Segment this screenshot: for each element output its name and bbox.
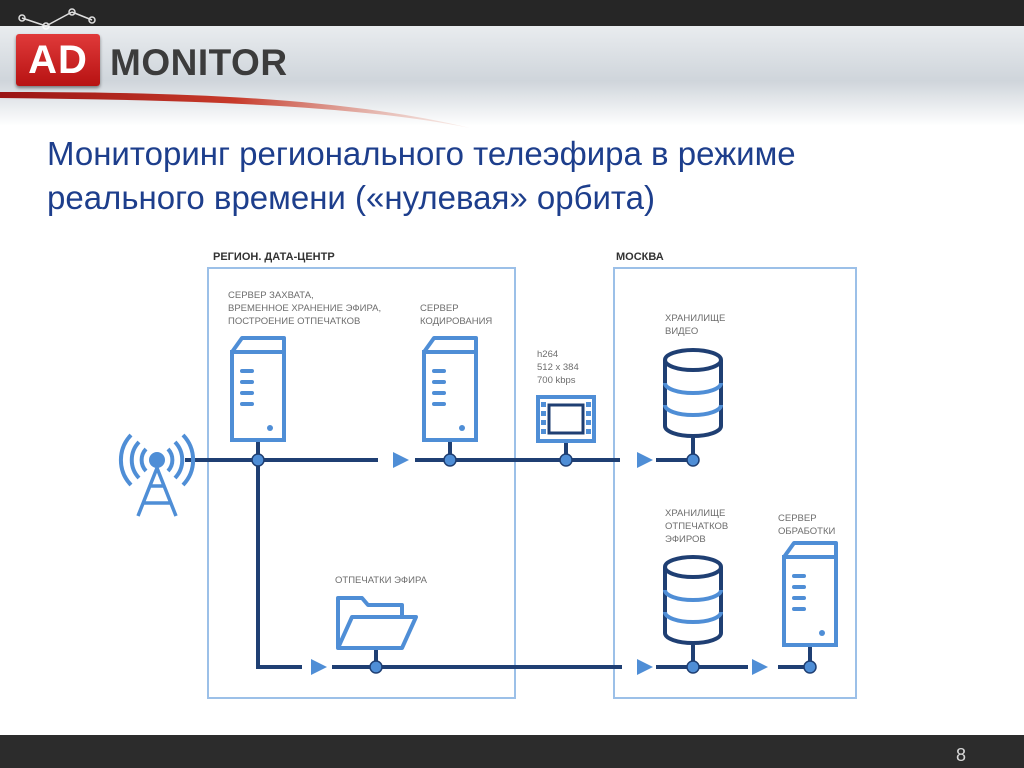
fingerprint-storage-database-icon: [663, 555, 723, 645]
slide-title: Мониторинг регионального телеэфира в реж…: [47, 135, 796, 216]
folder-icon: [336, 596, 418, 650]
top-bar: [0, 0, 1024, 26]
processing-server-icon: [782, 541, 838, 647]
video-storage-label: ХРАНИЛИЩЕ ВИДЕО: [665, 313, 728, 337]
network-decoration: [18, 8, 96, 30]
connection-dots: [251, 453, 817, 674]
logo-monitor: MONITOR: [110, 42, 288, 83]
video-storage-database-icon: [663, 348, 723, 438]
encoding-server-label: СЕРВЕР КОДИРОВАНИЯ: [420, 303, 492, 327]
page-number: 8: [955, 745, 966, 765]
antenna-icon: [118, 433, 196, 517]
region-panel: [207, 267, 516, 699]
capture-server-icon: [230, 336, 286, 442]
encoding-server-icon: [422, 336, 478, 442]
logo-ad: AD: [16, 34, 100, 86]
fingerprint-storage-label: ХРАНИЛИЩЕ ОТПЕЧАТКОВ ЭФИРОВ: [665, 508, 731, 545]
air-fingerprints-label: ОТПЕЧАТКИ ЭФИРА: [335, 575, 428, 586]
header-swoosh: [0, 92, 470, 128]
moscow-panel-title: МОСКВА: [616, 251, 664, 263]
header-decoration: [0, 8, 470, 128]
region-panel-title: РЕГИОН. ДАТА-ЦЕНТР: [213, 251, 335, 263]
header-band: [0, 26, 1024, 126]
moscow-panel: [613, 267, 857, 699]
processing-server-label: СЕРВЕР ОБРАБОТКИ: [778, 513, 836, 537]
stream-info-label: h264 512 x 384 700 kbps: [537, 349, 581, 386]
flow-arrows: [311, 452, 768, 675]
film-icon: [536, 395, 596, 443]
footer-bar: [0, 735, 1024, 768]
capture-server-label: СЕРВЕР ЗАХВАТА, ВРЕМЕННОЕ ХРАНЕНИЕ ЭФИРА…: [228, 290, 384, 327]
